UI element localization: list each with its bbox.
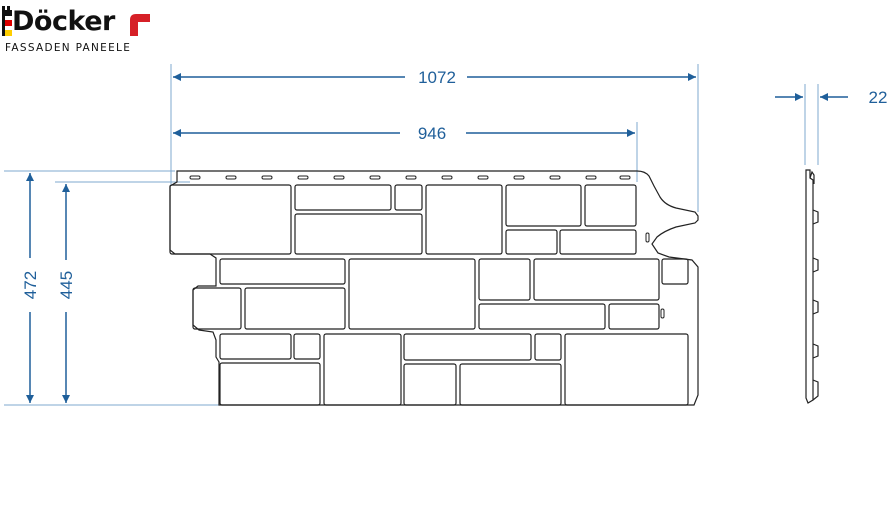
logo-stripe-black: [5, 10, 12, 16]
stone-block: [559, 229, 637, 255]
logo-castle-edge: [2, 10, 5, 36]
logo-r-hook: [130, 14, 150, 36]
stone-block: [478, 303, 606, 330]
extension-lines: [4, 64, 819, 406]
dimension-visible-width: 946: [173, 124, 635, 143]
stone-block: [564, 333, 689, 406]
dim-label-total-height: 472: [21, 271, 40, 299]
dim-label-total-width: 1072: [418, 68, 456, 87]
stone-block: [244, 287, 346, 330]
stone-block: [219, 333, 292, 360]
dimension-thickness: 22: [775, 88, 887, 107]
stone-block: [608, 303, 660, 330]
stone-block: [394, 184, 423, 211]
stone-block: [348, 258, 476, 330]
stone-block: [534, 333, 562, 361]
stone-block: [192, 287, 242, 330]
panel-outline: [169, 170, 699, 406]
stone-block: [403, 363, 457, 406]
dim-label-visible-height: 445: [57, 271, 76, 299]
dimension-visible-height: 445: [57, 184, 76, 403]
dimension-total-width: 1072: [173, 68, 696, 87]
stone-block: [584, 184, 637, 227]
stone-block: [219, 362, 321, 406]
nail-slots: [189, 175, 665, 319]
dimension-total-height: 472: [21, 173, 40, 403]
stone-block: [425, 184, 503, 255]
dim-label-visible-width: 946: [418, 124, 446, 143]
logo-mark: [2, 6, 150, 36]
logo-stripe-gold: [5, 30, 12, 36]
stone-block: [533, 258, 660, 301]
stone-block: [294, 184, 392, 211]
stone-block: [219, 258, 346, 285]
brand-name: Döcker: [12, 6, 115, 37]
stone-block: [459, 363, 562, 406]
stone-block: [505, 229, 558, 255]
brand-logo: Döcker FASSADEN PANEELE: [2, 4, 152, 56]
logo-stripe-red: [5, 20, 12, 26]
dim-label-thickness: 22: [869, 88, 888, 107]
stone-block: [293, 333, 321, 360]
stone-block: [505, 184, 582, 227]
side-profile: [805, 169, 819, 404]
stone-block: [661, 258, 689, 285]
stone-block: [403, 333, 532, 361]
stone-block: [294, 213, 423, 255]
brand-tagline: FASSADEN PANEELE: [5, 42, 132, 54]
stone-block: [323, 333, 402, 406]
stone-blocks: [169, 184, 689, 406]
stone-block: [169, 184, 292, 255]
stone-block: [478, 258, 531, 301]
